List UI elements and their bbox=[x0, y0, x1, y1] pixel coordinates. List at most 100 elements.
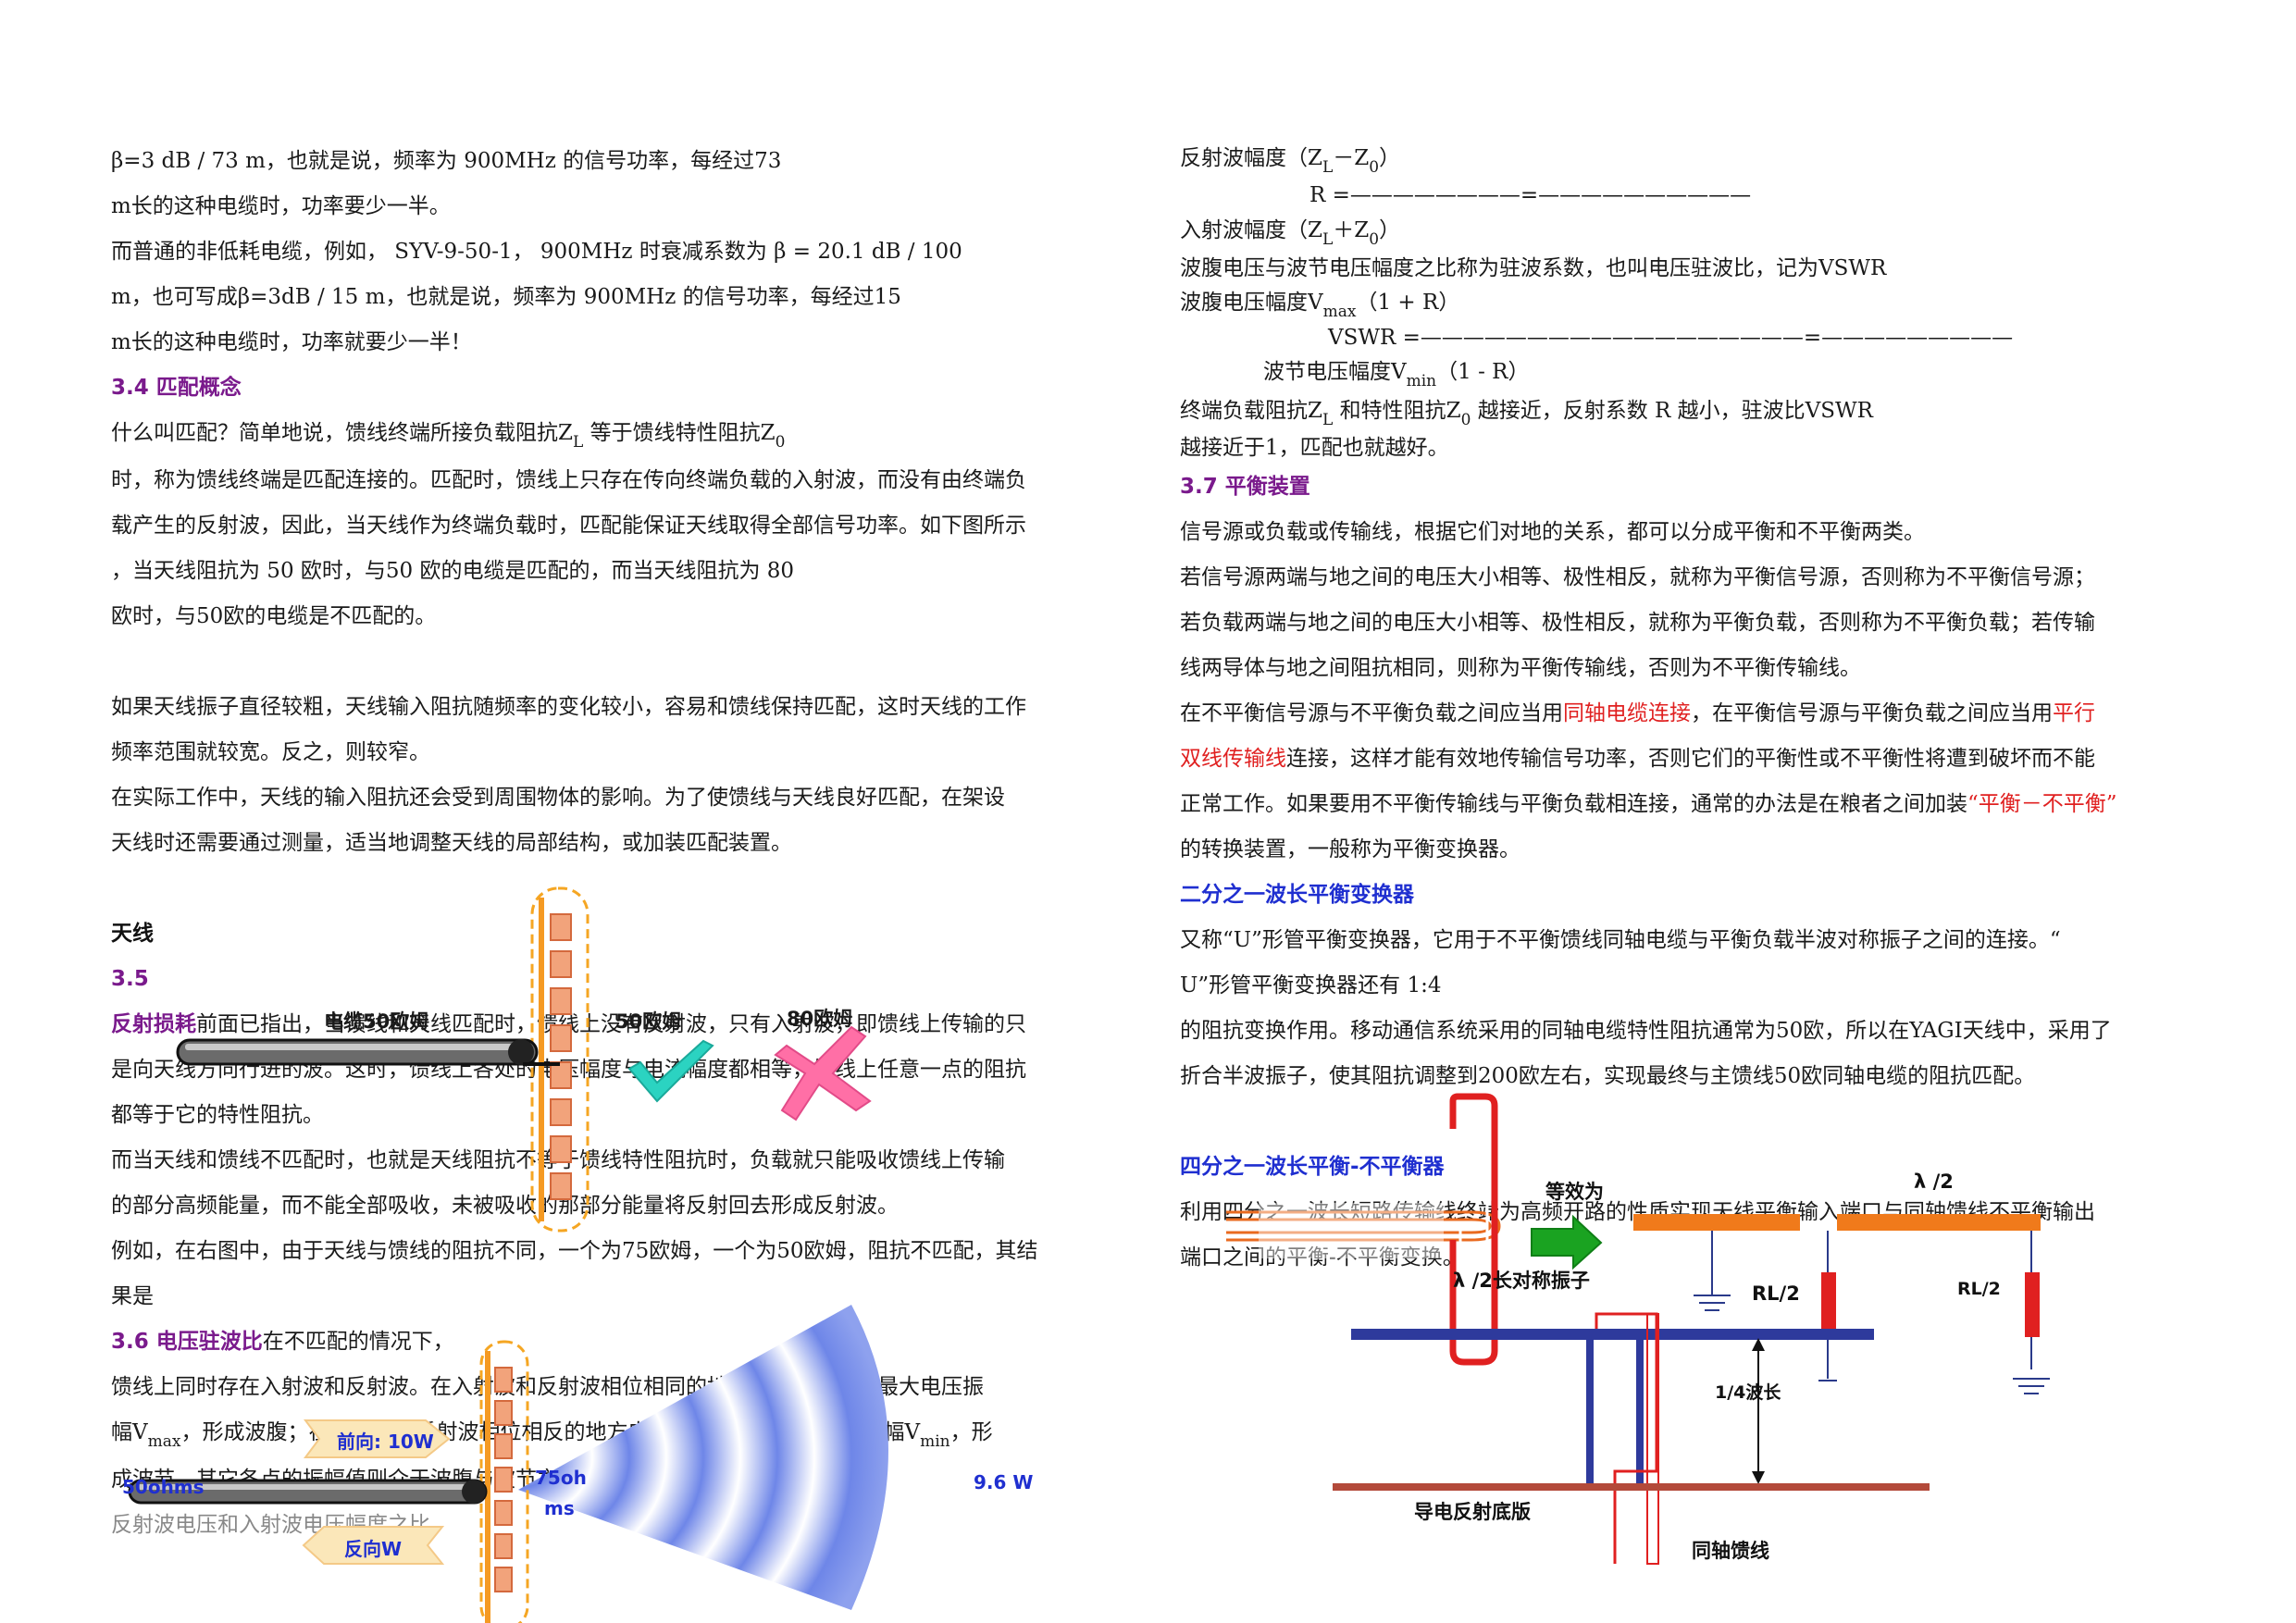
text-span: 正常工作。如果要用不平衡传输线与平衡负载相连接，通常的办法是在粮者之间加装 bbox=[1180, 792, 1967, 816]
folded-dipole bbox=[1226, 1210, 1501, 1242]
text-span: 连接，这样才能有效地传输信号功率，否则它们的平衡性或不平衡性将遭到破坏而不能 bbox=[1286, 747, 2095, 771]
check-icon bbox=[627, 1039, 714, 1103]
formula-line-1: 反射波幅度（ZL－Z0） bbox=[1180, 139, 2198, 180]
half-lambda-label: λ /2 bbox=[1914, 1171, 1954, 1193]
text-span: 和特性阻抗Z bbox=[1333, 399, 1461, 423]
balance-line: 信号源或负载或传输线，根据它们对地的关系，都可以分成平衡和不平衡两类。 bbox=[1180, 520, 1925, 544]
formula-line-5: 波腹电压幅度Vmax（1 + R） bbox=[1180, 285, 2198, 322]
text-span: 幅V bbox=[111, 1420, 148, 1444]
section-heading-3-5: 3.5 bbox=[111, 967, 149, 991]
text-span: 在不平衡信号源与不平衡负载之间应当用 bbox=[1180, 701, 1563, 725]
ground-symbol-right bbox=[2013, 1378, 2050, 1394]
formula-line-3: 入射波幅度（ZL＋Z0） bbox=[1180, 211, 2198, 252]
quarter-wave-line: 端口之间的平衡-不平衡变换。 bbox=[1180, 1245, 1464, 1270]
text-span: 反射波幅度（Z bbox=[1180, 146, 1322, 170]
text-span: 波节电压幅度V bbox=[1263, 360, 1407, 384]
text-span: 等于馈线特性阻抗Z bbox=[583, 421, 776, 445]
subscript: 0 bbox=[775, 433, 786, 452]
text-span: 前面已指出，当馈线和天线匹配时，馈线上没有反射波，只有入射波，即馈线上传输的只 bbox=[196, 1012, 1026, 1036]
antenna-label: 天线 bbox=[111, 922, 154, 946]
formula-line-9: 越接近于1，匹配也就越好。 bbox=[1180, 436, 1449, 460]
parallel-term: 平行 bbox=[2053, 701, 2095, 725]
wave-beam bbox=[518, 1305, 888, 1610]
text-span: ，在平衡信号源与平衡负载之间应当用 bbox=[1691, 701, 2053, 725]
half-wave-balun-heading: 二分之一波长平衡变换器 bbox=[1180, 883, 1414, 907]
para-4-line: 的部分高频能量，而不能全部吸收，未被吸收的那部分能量将反射回去形成反射波。 bbox=[111, 1194, 899, 1218]
rl-half-label-2: RL/2 bbox=[1957, 1279, 2001, 1299]
stub-left bbox=[1586, 1340, 1594, 1483]
para-3-line: 频率范围就较宽。反之，则较窄。 bbox=[111, 740, 430, 764]
subscript: 0 bbox=[1369, 158, 1380, 177]
half-wave-line: 的阻抗变换作用。移动通信系统采用的同轴电缆特性阻抗通常为50欧，所以在YAGI天… bbox=[1180, 1019, 2112, 1043]
section-heading-3-7: 3.7 平衡装置 bbox=[1180, 475, 1310, 499]
quarter-wave-label: 1/4波长 bbox=[1715, 1382, 1781, 1403]
reflector-plate bbox=[1333, 1483, 1930, 1491]
text-span: 入射波幅度（Z bbox=[1180, 218, 1322, 242]
para-1-line: m长的这种电缆时，功率要少一半。 bbox=[111, 194, 451, 218]
para-1-line: m，也可写成β=3dB / 15 m，也就是说，频率为 900MHz 的信号功率… bbox=[111, 285, 901, 309]
dipole-arm-left bbox=[1633, 1214, 1800, 1231]
balance-line: 的转换装置，一般称为平衡变换器。 bbox=[1180, 837, 1520, 861]
vswr-definition: 波腹电压与波节电压幅度之比称为驻波系数，也叫电压驻波比，记为VSWR bbox=[1180, 256, 1887, 280]
reflector-label: 导电反射底版 bbox=[1414, 1501, 1531, 1523]
forward-power-label: 前向: 10W bbox=[337, 1431, 434, 1453]
para-4-line: 反射损耗前面已指出，当馈线和天线匹配时，馈线上没有反射波，只有入射波，即馈线上传… bbox=[111, 1002, 1138, 1047]
text-span: 波腹电压幅度V bbox=[1180, 291, 1323, 315]
para-1-line: 而普通的非低耗电缆，例如， SYV-9-50-1， 900MHz 时衰减系数为 … bbox=[111, 240, 962, 264]
cable-end-2 bbox=[462, 1480, 486, 1504]
text-span: 在不匹配的情况下， bbox=[262, 1330, 454, 1354]
match-definition-line: 什么叫匹配？简单地说，馈线终端所接负载阻抗ZL 等于馈线特性阻抗Z0 bbox=[111, 411, 1138, 458]
power-label: 9.6 W bbox=[974, 1471, 1034, 1493]
para-2-line: 时，称为馈线终端是匹配连接的。匹配时，馈线上只存在传向终端负载的入射波，而没有由… bbox=[111, 468, 1026, 492]
quarter-wave-balun-heading: 四分之一波长平衡-不平衡器 bbox=[1180, 1155, 1445, 1179]
equivalent-label: 等效为 bbox=[1545, 1181, 1604, 1203]
dimension-arrow-top bbox=[1752, 1338, 1765, 1351]
text-span: －Z bbox=[1333, 146, 1370, 170]
text-span: ） bbox=[1379, 146, 1401, 170]
ohms-50-label: 50ohms bbox=[122, 1476, 205, 1498]
para-2-line: 欧时，与50欧的电缆是不匹配的。 bbox=[111, 604, 437, 628]
dipole-bar bbox=[1351, 1329, 1874, 1340]
para-3-line: 天线时还需要通过测量，适当地调整天线的局部结构，或加装匹配装置。 bbox=[111, 831, 792, 855]
subscript: L bbox=[1322, 230, 1334, 249]
subscript: L bbox=[1322, 411, 1334, 429]
ground-symbol-left bbox=[1694, 1295, 1731, 1311]
balance-line: 若负载两端与地之间的电压大小相等、极性相反，就称为平衡负载，否则称为不平衡负载；… bbox=[1180, 611, 2095, 635]
antenna-elements-2 bbox=[494, 1367, 513, 1592]
ohm-50-label: 50欧姆 bbox=[615, 1010, 682, 1033]
dimension-arrow-bottom bbox=[1752, 1471, 1765, 1484]
cable-highlight bbox=[185, 1044, 527, 1050]
text-span: 终端负载阻抗Z bbox=[1180, 399, 1322, 423]
antenna-elements bbox=[550, 913, 572, 1200]
half-wave-line: 又称“U”形管平衡变换器，它用于不平衡馈线同轴电缆与平衡负载半波对称振子之间的连… bbox=[1180, 928, 2061, 952]
coax-connection-term: 同轴电缆连接 bbox=[1563, 701, 1691, 725]
resistor-1 bbox=[1821, 1272, 1836, 1337]
rl-half-label-1: RL/2 bbox=[1752, 1282, 1800, 1305]
para-1-line: m长的这种电缆时，功率就要少一半！ bbox=[111, 330, 472, 354]
section-heading-3-4: 3.4 匹配概念 bbox=[111, 376, 242, 400]
formula-line-8: 终端负载阻抗ZL 和特性阻抗Z0 越接近，反射系数 R 越小，驻波比VSWR bbox=[1180, 392, 2198, 431]
subscript: min bbox=[1406, 372, 1437, 390]
balance-line: 正常工作。如果要用不平衡传输线与平衡负载相连接，通常的办法是在粮者之间加装“平衡… bbox=[1180, 782, 2198, 827]
equivalence-arrow bbox=[1531, 1214, 1603, 1270]
half-wave-line: 折合半波振子，使其阻抗调整到200欧左右，实现最终与主馈线50欧同轴电缆的阻抗匹… bbox=[1180, 1064, 2036, 1088]
twin-line-term: 双线传输线 bbox=[1180, 747, 1286, 771]
subscript: max bbox=[1322, 303, 1357, 321]
ohm-80-label: 80欧姆 bbox=[787, 1008, 853, 1030]
balun-term: “平衡－不平衡” bbox=[1967, 792, 2117, 816]
balance-line: 双线传输线连接，这样才能有效地传输信号功率，否则它们的平衡性或不平衡性将遭到破坏… bbox=[1180, 737, 2198, 782]
text-span: ） bbox=[1379, 218, 1401, 242]
u-tube-inner bbox=[1458, 1110, 1489, 1355]
subscript: 0 bbox=[1460, 411, 1471, 429]
reverse-power-label: 反向W bbox=[344, 1538, 403, 1560]
text-span: 越接近，反射系数 R 越小，驻波比VSWR bbox=[1471, 399, 1873, 423]
para-1-line: β=3 dB / 73 m，也就是说，频率为 900MHz 的信号功率，每经过7… bbox=[111, 149, 782, 173]
folded-dipole-inner bbox=[1226, 1218, 1492, 1234]
para-4-line: 果是 bbox=[111, 1284, 154, 1308]
text-span: 什么叫匹配？简单地说，馈线终端所接负载阻抗Z bbox=[111, 421, 573, 445]
coax-label: 同轴馈线 bbox=[1692, 1540, 1769, 1562]
forward-arrow bbox=[304, 1419, 451, 1458]
